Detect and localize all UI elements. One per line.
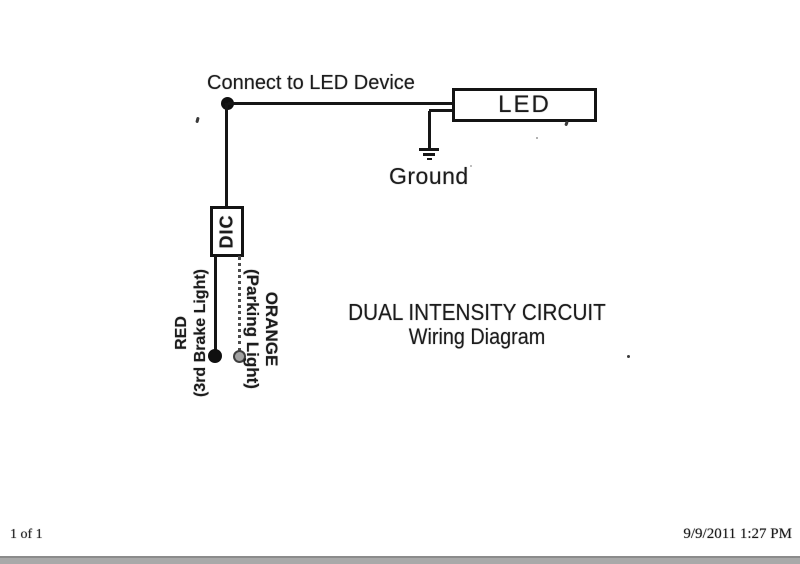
footer-page-number: 1 of 1 xyxy=(10,527,43,542)
scan-speck xyxy=(627,355,630,358)
ground-label: Ground xyxy=(389,163,469,189)
orange-wire-terminal xyxy=(233,350,246,363)
dic-box: DIC xyxy=(210,206,244,257)
red-wire-name: RED xyxy=(173,316,190,350)
red-wire-label: RED (3rd Brake Light) xyxy=(172,253,210,413)
orange-wire-name: ORANGE xyxy=(262,291,281,367)
connect-to-led-label: Connect to LED Device xyxy=(207,72,415,94)
scan-speck xyxy=(536,137,538,139)
scan-speck xyxy=(564,120,569,127)
red-wire-terminal xyxy=(208,349,222,363)
red-wire-function: (3rd Brake Light) xyxy=(192,269,209,398)
diagram-title-line1: DUAL INTENSITY CIRCUIT xyxy=(348,299,606,325)
ground-stub-wire xyxy=(429,109,452,112)
red-wire xyxy=(214,256,217,352)
orange-wire xyxy=(238,256,241,352)
bottom-window-edge-bar xyxy=(0,556,800,564)
main-horizontal-wire xyxy=(228,102,453,105)
diagram-title: DUAL INTENSITY CIRCUIT Wiring Diagram xyxy=(342,299,612,349)
ground-vertical-wire xyxy=(428,111,431,149)
led-box-label: LED xyxy=(498,91,551,118)
scan-speck xyxy=(195,116,200,124)
orange-wire-function: (Parking Light) xyxy=(243,269,262,389)
dic-box-label: DIC xyxy=(216,214,237,249)
orange-wire-label: ORANGE (Parking Light) xyxy=(243,254,281,404)
led-box: LED xyxy=(452,88,597,122)
diagram-title-line2: Wiring Diagram xyxy=(408,324,546,349)
footer-timestamp: 9/9/2011 1:27 PM xyxy=(683,526,792,542)
vertical-wire-to-dic xyxy=(225,103,228,207)
scan-speck xyxy=(470,165,472,167)
